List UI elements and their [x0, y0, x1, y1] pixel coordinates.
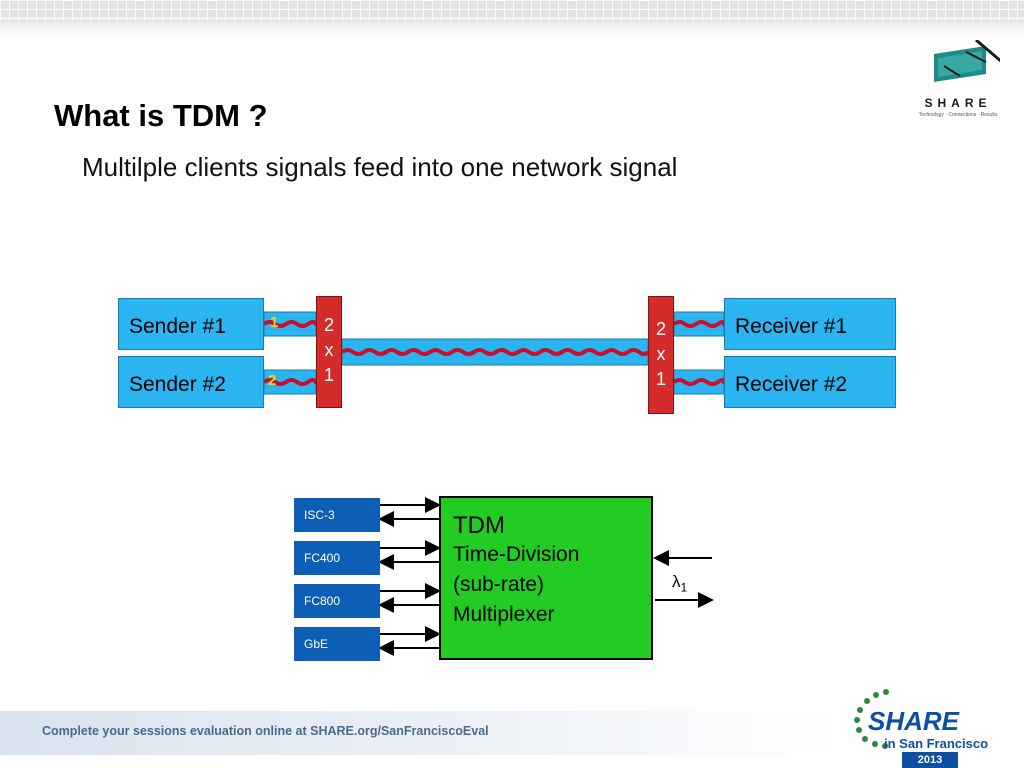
- sender-1-label: Sender #1: [129, 315, 226, 338]
- trunk-link-signal: [340, 348, 650, 356]
- logo-tagline: Technology · Connections · Results: [918, 112, 998, 118]
- receiver-1-label: Receiver #1: [735, 315, 848, 338]
- tdm-line-3: Multiplexer: [453, 603, 555, 626]
- receiver-2-box: Receiver #2: [724, 356, 896, 408]
- tdm-title: TDM: [453, 512, 505, 539]
- sender-2-label: Sender #2: [129, 373, 226, 396]
- slide-title: What is TDM ?: [54, 98, 268, 133]
- channel-2-label: 2: [268, 372, 277, 389]
- lambda-symbol: λ: [672, 572, 681, 591]
- footer-bar: [0, 711, 840, 755]
- multiplexer-left: 2 x 1: [316, 296, 342, 408]
- tdm-multiplexer-box: TDM Time-Division (sub-rate) Multiplexer: [439, 496, 653, 660]
- tdm-line-2: (sub-rate): [453, 573, 545, 596]
- port-fc400: FC400: [294, 541, 380, 575]
- footer-share-year: 2013: [902, 752, 958, 768]
- header-fade: [0, 22, 1024, 36]
- receiver-2-label: Receiver #2: [735, 373, 848, 396]
- logo-text: SHARE: [924, 96, 992, 110]
- lambda-subscript: 1: [680, 580, 688, 595]
- multiplexer-right: 2 x 1: [648, 296, 674, 414]
- mux-left-x: x: [324, 340, 334, 360]
- mux-right-digit-bottom: 1: [655, 369, 666, 389]
- footer-share-brand: SHARE: [868, 706, 960, 736]
- lambda-wavelength-label: λ1: [672, 572, 687, 594]
- footer-evaluation-text: Complete your sessions evaluation online…: [42, 724, 489, 738]
- port-fc800: FC800: [294, 584, 380, 618]
- port-gbe: GbE: [294, 627, 380, 661]
- receiver-1-box: Receiver #1: [724, 298, 896, 350]
- mux-right-x: x: [656, 344, 666, 364]
- channel-1-label: 1: [270, 314, 279, 331]
- sender-1-box: Sender #1: [118, 298, 264, 350]
- share-cube-logo-icon: [934, 40, 1000, 82]
- footer-share-location: in San Francisco: [884, 736, 989, 751]
- port-isc3: ISC-3: [294, 498, 380, 532]
- sender-2-box: Sender #2: [118, 356, 264, 408]
- mux-right-digit-top: 2: [655, 319, 666, 339]
- mux-left-digit-bottom: 1: [323, 365, 334, 385]
- share-dots-icon: [854, 689, 889, 749]
- tdm-line-1: Time-Division: [453, 543, 580, 566]
- mux-left-digit-top: 2: [323, 315, 334, 335]
- slide-subtitle: Multilple clients signals feed into one …: [82, 152, 678, 182]
